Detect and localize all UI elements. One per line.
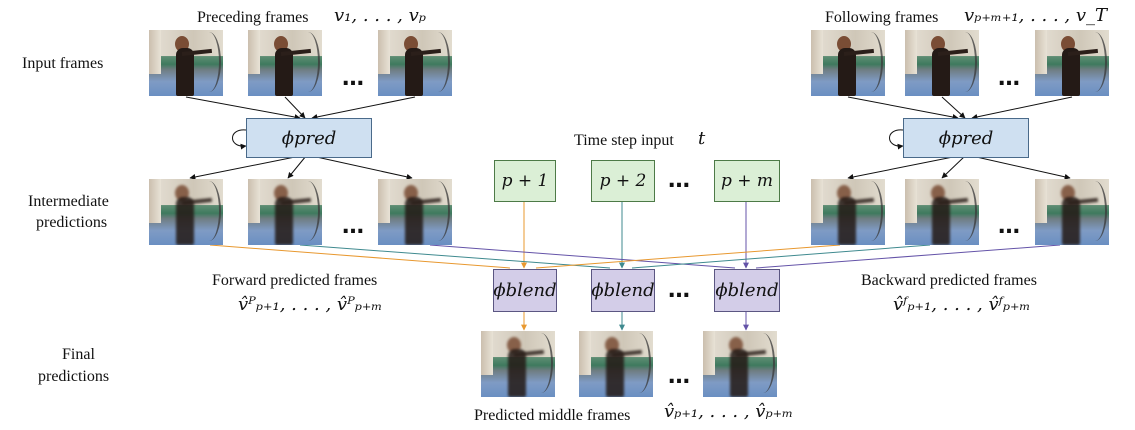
phi-blend-box-m-label: ϕblend (715, 280, 779, 301)
final-frame-2 (579, 331, 653, 397)
following-frames-label: Following frames (825, 9, 939, 26)
final-frame-m (703, 331, 777, 397)
row-label-intermediate-2: predictions (36, 214, 108, 231)
input-frame-left-3 (378, 30, 452, 96)
phi-blend-box-1-label: ϕblend (493, 280, 557, 301)
bwdm-to-blendm (755, 244, 1061, 269)
bwd1-to-blend1 (535, 244, 841, 269)
input-frame-right-2 (905, 30, 979, 96)
input-frame-left-1 (149, 30, 223, 96)
predicted-middle-math: v̂ₚ₊₁, . . . , v̂ₚ₊ₘ (664, 401, 794, 422)
time-step-box-2-label: p + 2 (599, 171, 647, 191)
forward-predicted-label: Forward predicted frames (212, 272, 378, 289)
following-frames-math: vₚ₊ₘ₊₁, . . . , v_T (964, 5, 1108, 26)
input-frame-left-2 (248, 30, 322, 96)
intermediate-frame-right-1 (811, 179, 885, 245)
final-frame-1 (481, 331, 555, 397)
backward-predicted-label: Backward predicted frames (861, 272, 1037, 289)
phi-blend-box-m: ϕblend (714, 269, 780, 312)
phi-pred-right-label: ϕpred (938, 127, 994, 149)
row-label-intermediate-1: Intermediate (28, 193, 109, 210)
time-step-label: Time step input (574, 132, 674, 149)
right-output-arrows (847, 155, 1071, 180)
time-step-box-m: p + m (714, 160, 780, 202)
phi-blend-box-2-label: ϕblend (591, 280, 655, 301)
intermediate-frame-right-3 (1035, 179, 1109, 245)
right-input-arrows (847, 96, 1073, 120)
left-output-arrows (189, 155, 413, 180)
phi-pred-left-box: ϕpred (246, 118, 372, 158)
final-ellipsis: … (668, 364, 692, 389)
input-frame-right-1 (811, 30, 885, 96)
right-recurrence-loop (889, 129, 904, 150)
time-step-ellipsis: … (668, 168, 692, 193)
row-label-final-2: predictions (38, 368, 110, 385)
time-step-box-m-label: p + m (720, 171, 774, 191)
bwd2-to-blend2 (631, 244, 931, 269)
input-right-ellipsis: … (998, 66, 1022, 91)
intermediate-right-ellipsis: … (998, 214, 1022, 239)
time-step-box-1-label: p + 1 (501, 171, 549, 191)
intermediate-frame-left-1 (149, 179, 223, 245)
preceding-frames-label: Preceding frames (197, 9, 309, 26)
fwd2-to-blend2 (299, 244, 611, 269)
phi-pred-left-label: ϕpred (281, 127, 337, 149)
left-recurrence-loop (232, 129, 247, 150)
phi-pred-right-box: ϕpred (903, 118, 1029, 158)
intermediate-frame-right-2 (905, 179, 979, 245)
row-label-input-frames: Input frames (22, 55, 104, 72)
left-input-arrows (185, 96, 416, 120)
phi-blend-box-2: ϕblend (591, 269, 655, 312)
fwd1-to-blend1 (209, 244, 511, 269)
intermediate-frame-left-2 (248, 179, 322, 245)
input-frame-right-3 (1035, 30, 1109, 96)
predicted-middle-label: Predicted middle frames (474, 407, 631, 424)
preceding-frames-math: v₁, . . . , vₚ (334, 5, 426, 26)
intermediate-left-ellipsis: … (342, 214, 366, 239)
forward-predicted-math: v̂ᴾₚ₊₁, . . . , v̂ᴾₚ₊ₘ (238, 294, 383, 315)
time-step-math: t (698, 128, 706, 149)
backward-predicted-math: v̂ᶠₚ₊₁, . . . , v̂ᶠₚ₊ₘ (893, 294, 1031, 315)
time-step-box-1: p + 1 (494, 160, 556, 202)
intermediate-frame-left-3 (378, 179, 452, 245)
row-label-final-1: Final (62, 346, 95, 363)
input-left-ellipsis: … (342, 66, 366, 91)
blend-ellipsis: … (668, 278, 692, 303)
phi-blend-box-1: ϕblend (493, 269, 557, 312)
time-step-box-2: p + 2 (591, 160, 655, 202)
